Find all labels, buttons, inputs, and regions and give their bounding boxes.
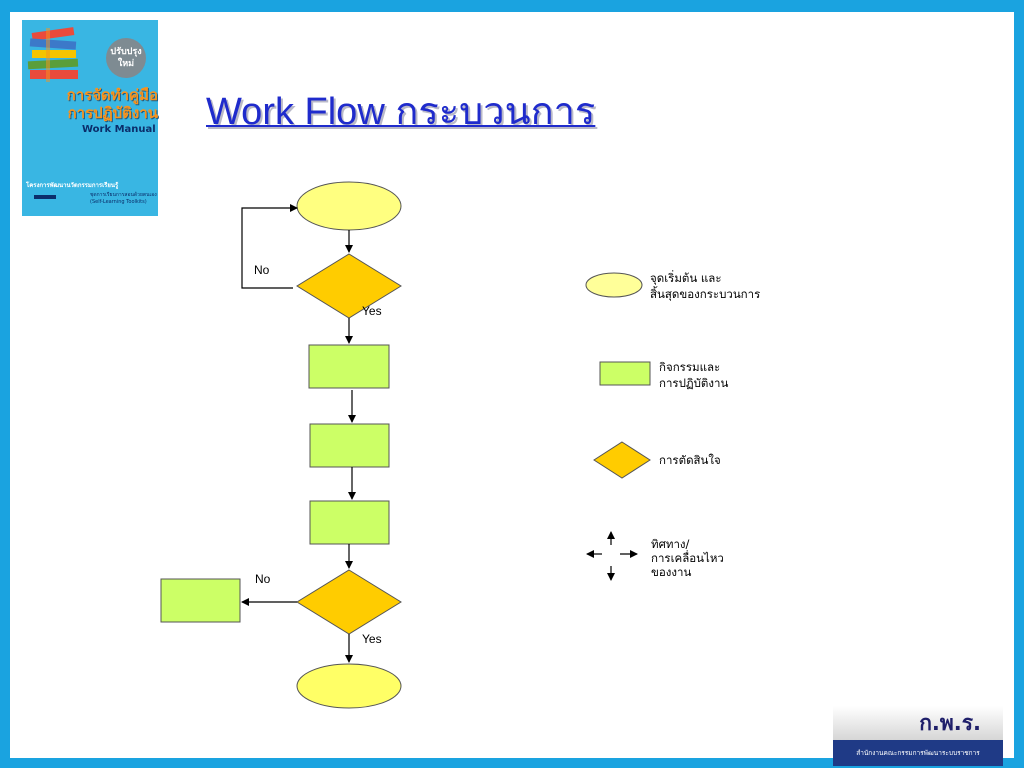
logo-program-sub: ชุดการเรียนการสอนด้วยตนเอง (Self-Learnin… <box>90 192 157 205</box>
decision-top <box>296 253 402 319</box>
new-edition-badge: ปรับปรุง ใหม่ <box>106 38 146 78</box>
legend-decision-shape <box>593 441 651 479</box>
activity-box-no <box>160 578 241 623</box>
legend-activity-line1: กิจกรรมและ <box>659 360 720 374</box>
direction-arrows-icon <box>586 531 638 581</box>
decision-bottom <box>296 569 402 635</box>
logo-program: โครงการพัฒนานวัตกรรมการเรียนรู้ <box>26 182 119 189</box>
books-icon <box>27 27 79 82</box>
legend-terminal-line1: จุดเริ่มต้น และ <box>650 270 722 285</box>
legend-activity-shape <box>599 361 651 386</box>
legend-direction-line3: ของงาน <box>651 565 691 579</box>
label-no-bottom: No <box>255 572 271 586</box>
end-terminal <box>296 663 402 709</box>
label-yes-top: Yes <box>362 304 382 318</box>
work-manual-logo: ปรับปรุง ใหม่ การจัดทำคู่มือ การปฏิบัติง… <box>22 20 158 216</box>
activity-box-2 <box>309 423 390 468</box>
org-name: สำนักงานคณะกรรมการพัฒนาระบบราชการ <box>833 740 1003 766</box>
opdc-logo: ก.พ.ร. สำนักงานคณะกรรมการพัฒนาระบบราชการ <box>833 706 1003 766</box>
legend-terminal-line2: สิ้นสุดของกระบวนการ <box>650 286 760 301</box>
legend-activity-line2: การปฏิบัติงาน <box>659 376 728 390</box>
page-title: Work Flow กระบวนการ <box>206 91 596 133</box>
activity-box-1 <box>308 344 390 389</box>
label-no-top: No <box>254 263 270 277</box>
label-yes-bottom: Yes <box>362 632 382 646</box>
logo-title-en: Work Manual <box>82 124 156 135</box>
arrow-no-loop <box>241 204 298 289</box>
legend-direction-line2: การเคลื่อนไหว <box>651 550 724 565</box>
legend-decision-label: การตัดสินใจ <box>659 453 721 467</box>
logo-bar <box>34 195 56 199</box>
legend-terminal-shape <box>585 272 643 298</box>
start-terminal <box>296 181 402 231</box>
legend-direction-line1: ทิศทาง/ <box>651 537 690 551</box>
activity-box-3 <box>309 500 390 545</box>
org-abbr: ก.พ.ร. <box>833 706 1003 740</box>
logo-title-thai: การจัดทำคู่มือ การปฏิบัติงาน <box>66 86 158 122</box>
